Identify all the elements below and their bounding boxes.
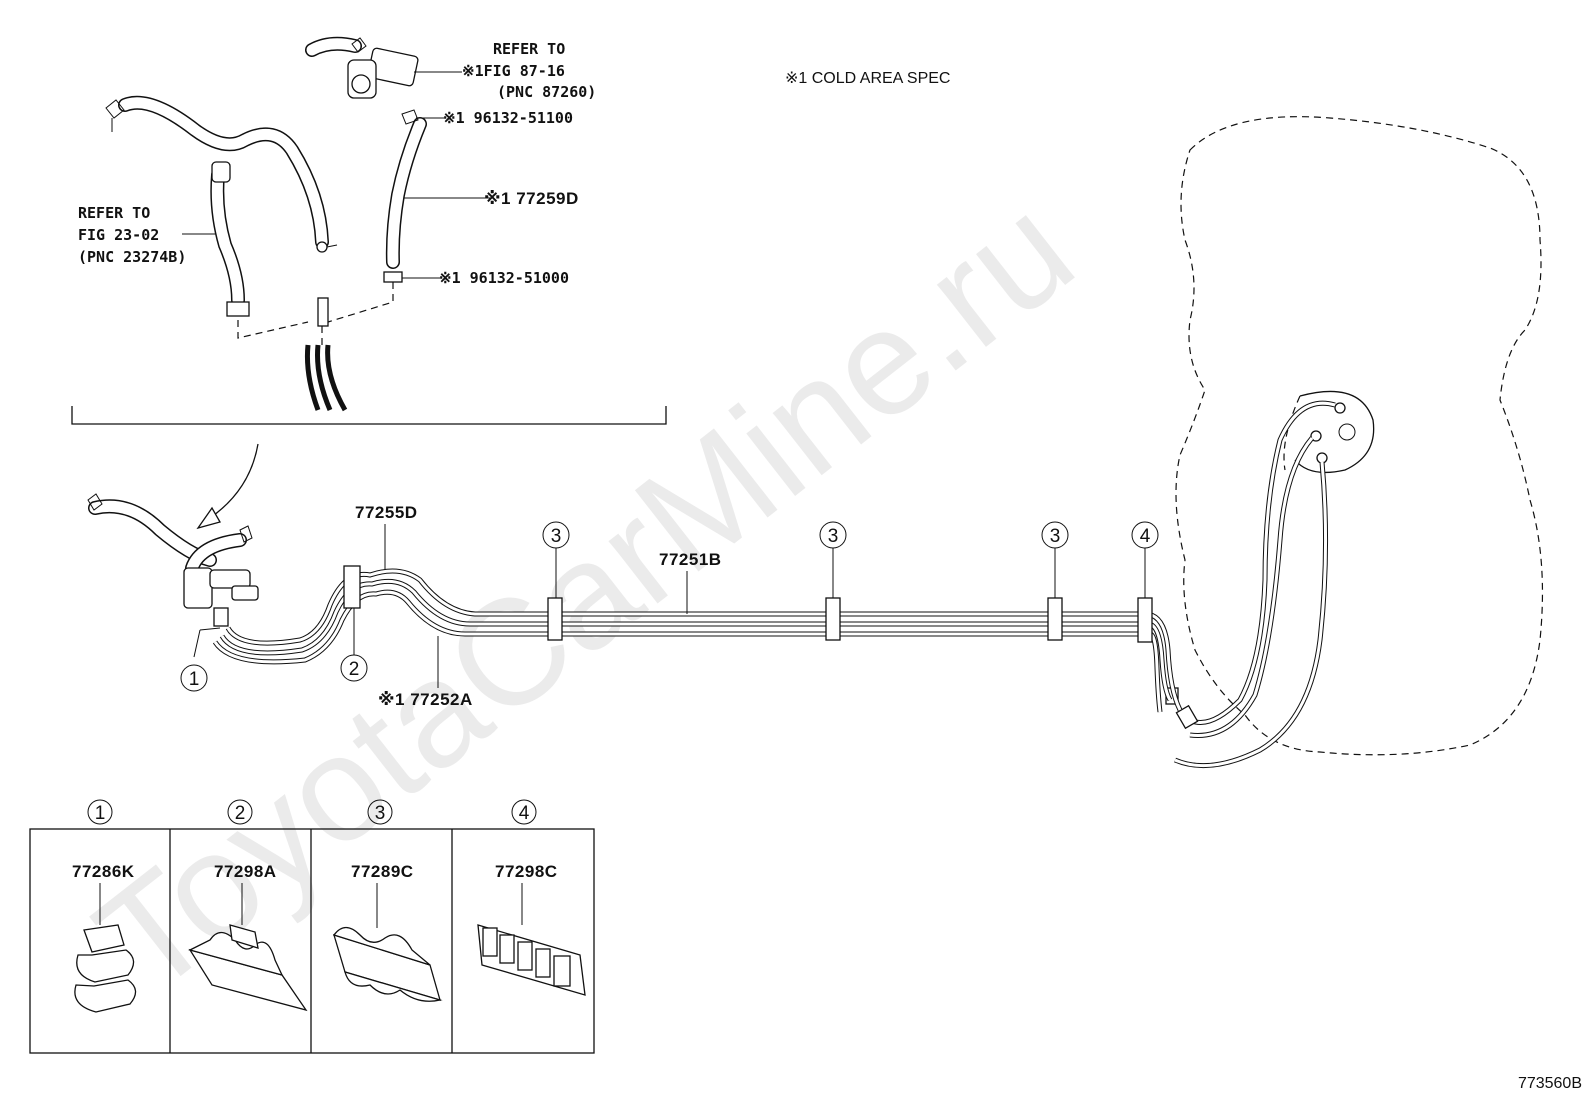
clamp-legend-table: 1 77286K 2 77298A 3 77289C: [29, 799, 595, 1054]
callout-2-label: 2: [349, 659, 360, 680]
legend-part-2: 77298A: [214, 862, 277, 881]
part-77251B: 77251B: [659, 550, 722, 569]
ref-fig23-line2: FIG 23-02: [78, 226, 159, 244]
legend-num-3: 3: [375, 803, 386, 824]
clamp-77298C-icon: [477, 924, 586, 996]
canister-icon: [305, 36, 419, 99]
legend-cell-2: 2 77298A: [188, 799, 308, 1012]
clamp-3a: [547, 597, 563, 641]
clamp-77286K-icon: [74, 924, 137, 1013]
top-detail-view: [71, 36, 667, 530]
clamp-77289C-icon: [332, 926, 443, 1002]
clamp-3b: [825, 597, 841, 641]
legend-part-4: 77298C: [495, 862, 558, 881]
legend-num-2: 2: [235, 803, 246, 824]
clamp-2: [343, 565, 361, 609]
callout-3c-label: 3: [1050, 526, 1061, 547]
leader-c1: [193, 629, 201, 658]
legend-num-1: 1: [95, 803, 106, 824]
vent-hose-icon: [383, 109, 427, 283]
callout-1: [180, 664, 208, 692]
dashed-link-3: [327, 282, 394, 323]
legend-part-1: 77286K: [72, 862, 135, 881]
cold-area-note: ※1 COLD AREA SPEC: [785, 70, 950, 87]
callout-3b-label: 3: [828, 526, 839, 547]
main-fuel-pipes: [212, 568, 1183, 713]
clamp-3c: [1047, 597, 1063, 641]
dashed-link-1: [237, 320, 309, 339]
part-96132-51000: ※1 96132-51000: [439, 269, 569, 287]
callout-2: [340, 654, 368, 682]
part-77259D: ※1 77259D: [484, 189, 579, 208]
ref-fig87-line2: ※1FIG 87-16: [462, 62, 565, 80]
ref-fig87-line1: REFER TO: [493, 40, 565, 58]
clamp-4: [1137, 597, 1153, 643]
callout-1-label: 1: [189, 669, 200, 690]
ref-fig87-line3: (PNC 87260): [497, 83, 596, 101]
legend-cell-3: 3 77289C: [332, 799, 443, 1002]
pipe-bundle-top: [304, 297, 348, 412]
part-77252A: ※1 77252A: [378, 690, 473, 709]
part-77255D: 77255D: [355, 503, 418, 522]
legend-cell-1: 1 77286K: [72, 799, 137, 1013]
hose-clip-icon: [316, 241, 338, 253]
figure-code: 773560B: [1518, 1075, 1582, 1092]
callout-4-label: 4: [1140, 526, 1151, 547]
watermark: ToyotaCarMine.ru: [66, 164, 1102, 1025]
part-96132-51100: ※1 96132-51100: [443, 109, 573, 127]
detail-arrow: [209, 443, 259, 519]
legend-part-3: 77289C: [351, 862, 414, 881]
engine-side-connector-icon: [87, 493, 259, 627]
detail-bracket: [71, 406, 667, 425]
legend-num-4: 4: [519, 803, 530, 824]
fuel-hose-icon: [210, 161, 250, 317]
ref-fig23-line1: REFER TO: [78, 204, 150, 222]
callout-3a-label: 3: [551, 526, 562, 547]
fuel-tank-outline: [1175, 116, 1544, 756]
clamp-77298A-icon: [188, 924, 308, 1012]
ref-fig23-line3: (PNC 23274B): [78, 248, 186, 266]
tank-pipe-run: [1165, 400, 1336, 769]
vapor-hose-icon: [105, 95, 329, 249]
legend-cell-4: 4 77298C: [477, 799, 586, 996]
